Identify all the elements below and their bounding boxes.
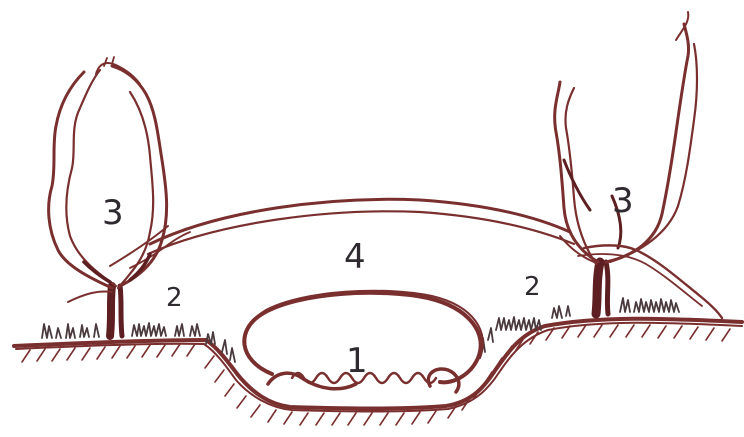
label-tree-left: 3 (102, 193, 124, 233)
label-grass-right: 2 (524, 272, 541, 302)
label-tree-right: 3 (612, 181, 634, 221)
label-canopy: 4 (344, 237, 366, 277)
label-grass-left: 2 (166, 283, 183, 313)
label-pond: 1 (346, 341, 368, 381)
tree-right (555, 12, 722, 318)
canopy-arch (110, 199, 574, 268)
